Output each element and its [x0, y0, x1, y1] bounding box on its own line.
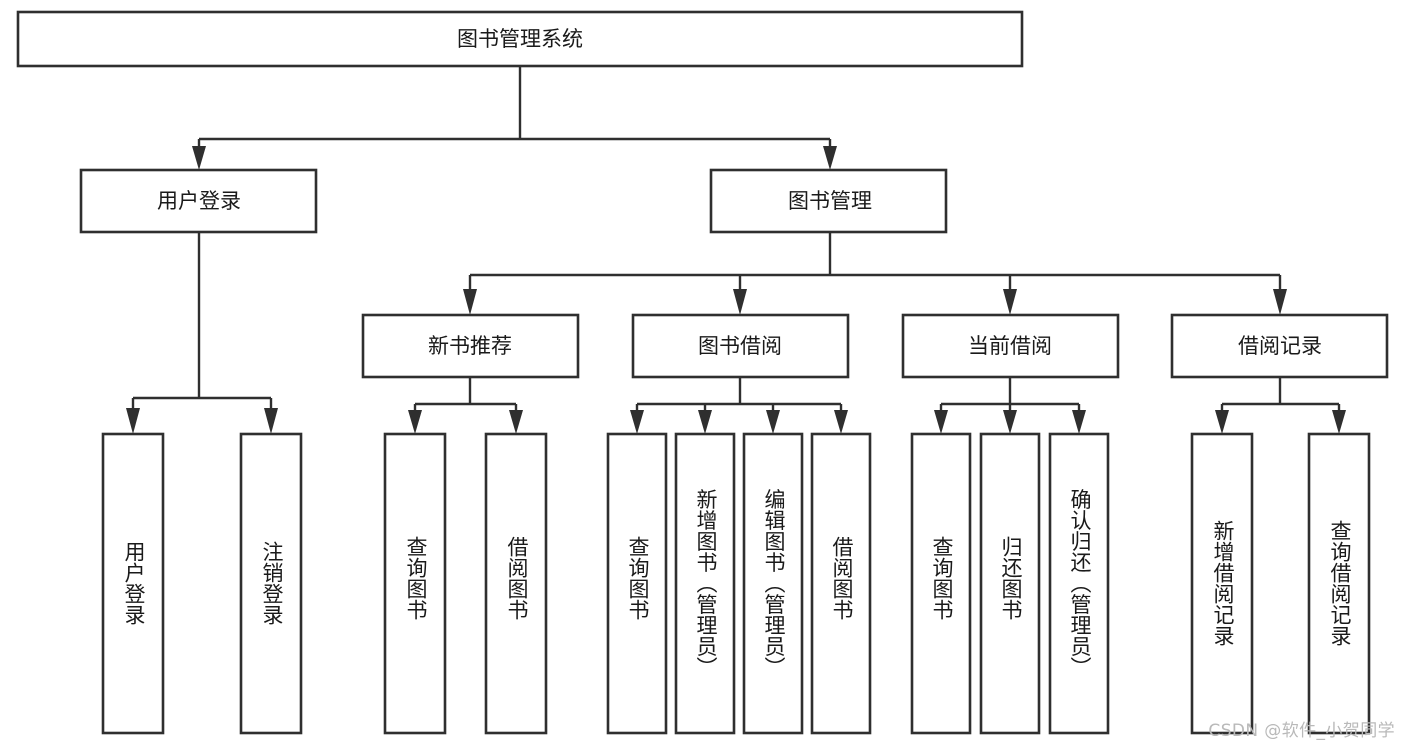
node-new-book-recommend-box[interactable]: [361, 313, 580, 379]
node-leaf-add-book-box[interactable]: [674, 432, 736, 735]
node-leaf-query-record[interactable]: 查询借阅记录: [1307, 432, 1371, 735]
arrow-root-to-user-login: [192, 146, 206, 170]
node-user-login-box[interactable]: [79, 168, 318, 234]
node-leaf-confirm-return-label: 确认归还（管理员）: [1068, 489, 1092, 678]
arrow-current-borrow-leaf-2: [1003, 410, 1017, 434]
node-leaf-query-record-label: 查询借阅记录: [1328, 520, 1352, 646]
node-book-borrow-box[interactable]: [631, 313, 850, 379]
node-leaf-logout-login-box[interactable]: [239, 432, 303, 735]
node-current-borrow-label: 当前借阅: [968, 334, 1052, 358]
arrow-bm-to-borrow-record: [1273, 289, 1287, 315]
node-leaf-return-book-box[interactable]: [979, 432, 1041, 735]
arrow-book-borrow-leaf-3: [766, 410, 780, 434]
node-leaf-user-login[interactable]: 用户登录: [101, 432, 165, 735]
nodes-layer: 图书管理系统 用户登录 图书管理 新书推荐 图书借阅 当前: [16, 10, 1389, 735]
arrow-bm-to-current-borrow: [1003, 289, 1017, 315]
node-leaf-edit-book[interactable]: 编辑图书（管理员）: [742, 432, 804, 735]
node-leaf-edit-book-box[interactable]: [742, 432, 804, 735]
node-leaf-logout-login[interactable]: 注销登录: [239, 432, 303, 735]
node-leaf-add-record-label: 新增借阅记录: [1211, 520, 1235, 646]
node-leaf-query-book-1[interactable]: 查询图书: [383, 432, 447, 735]
arrow-user-login-leaf-1: [126, 408, 140, 434]
arrow-borrow-record-leaf-1: [1215, 410, 1229, 434]
node-user-login[interactable]: 用户登录: [79, 168, 318, 234]
node-leaf-query-record-box[interactable]: [1307, 432, 1371, 735]
node-book-manage-label: 图书管理: [788, 189, 872, 213]
node-leaf-add-book[interactable]: 新增图书（管理员）: [674, 432, 736, 735]
node-leaf-borrow-book-1-box[interactable]: [484, 432, 548, 735]
node-leaf-user-login-box[interactable]: [101, 432, 165, 735]
node-root-label: 图书管理系统: [457, 27, 583, 51]
node-current-borrow-box[interactable]: [901, 313, 1120, 379]
arrow-borrow-record-leaf-2: [1332, 410, 1346, 434]
node-borrow-record-label: 借阅记录: [1238, 334, 1322, 358]
node-book-borrow-label: 图书借阅: [698, 334, 782, 358]
node-leaf-user-login-label: 用户登录: [122, 541, 146, 625]
edges-layer: [126, 66, 1346, 434]
node-leaf-confirm-return[interactable]: 确认归还（管理员）: [1048, 432, 1110, 735]
node-book-manage[interactable]: 图书管理: [709, 168, 948, 234]
node-leaf-add-record[interactable]: 新增借阅记录: [1190, 432, 1254, 735]
node-borrow-record[interactable]: 借阅记录: [1170, 313, 1389, 379]
node-leaf-query-book-3-label: 查询图书: [930, 536, 954, 620]
node-leaf-borrow-book-1[interactable]: 借阅图书: [484, 432, 548, 735]
node-leaf-query-book-1-label: 查询图书: [404, 536, 428, 620]
node-leaf-add-book-label: 新增图书（管理员）: [694, 489, 718, 678]
node-leaf-query-book-3[interactable]: 查询图书: [910, 432, 972, 735]
node-leaf-borrow-book-2-box[interactable]: [810, 432, 872, 735]
arrow-current-borrow-leaf-1: [934, 410, 948, 434]
node-leaf-query-book-2-box[interactable]: [606, 432, 668, 735]
node-root-box[interactable]: [16, 10, 1024, 68]
arrow-bm-to-new-book: [463, 289, 477, 315]
arrow-current-borrow-leaf-3: [1072, 410, 1086, 434]
arrow-book-borrow-leaf-1: [630, 410, 644, 434]
node-leaf-query-book-2-label: 查询图书: [626, 536, 650, 620]
node-leaf-query-book-1-box[interactable]: [383, 432, 447, 735]
arrow-bm-to-book-borrow: [733, 289, 747, 315]
node-leaf-query-book-2[interactable]: 查询图书: [606, 432, 668, 735]
node-borrow-record-box[interactable]: [1170, 313, 1389, 379]
arrow-book-borrow-leaf-2: [698, 410, 712, 434]
arrow-user-login-leaf-2: [264, 408, 278, 434]
arrow-book-borrow-leaf-4: [834, 410, 848, 434]
node-leaf-query-book-3-box[interactable]: [910, 432, 972, 735]
node-leaf-logout-login-label: 注销登录: [260, 541, 284, 625]
node-leaf-borrow-book-2[interactable]: 借阅图书: [810, 432, 872, 735]
node-user-login-label: 用户登录: [157, 189, 241, 213]
node-new-book-recommend-label: 新书推荐: [428, 334, 512, 358]
node-book-manage-box[interactable]: [709, 168, 948, 234]
arrow-new-book-leaf-2: [509, 410, 523, 434]
node-leaf-borrow-book-2-label: 借阅图书: [830, 536, 854, 620]
node-leaf-borrow-book-1-label: 借阅图书: [505, 536, 529, 620]
node-book-borrow[interactable]: 图书借阅: [631, 313, 850, 379]
arrow-new-book-leaf-1: [408, 410, 422, 434]
node-current-borrow[interactable]: 当前借阅: [901, 313, 1120, 379]
node-leaf-add-record-box[interactable]: [1190, 432, 1254, 735]
node-leaf-return-book-label: 归还图书: [999, 536, 1023, 620]
node-new-book-recommend[interactable]: 新书推荐: [361, 313, 580, 379]
arrow-root-to-book-manage: [823, 146, 837, 170]
node-leaf-return-book[interactable]: 归还图书: [979, 432, 1041, 735]
node-root[interactable]: 图书管理系统: [16, 10, 1024, 68]
node-leaf-confirm-return-box[interactable]: [1048, 432, 1110, 735]
node-leaf-edit-book-label: 编辑图书（管理员）: [762, 489, 786, 678]
